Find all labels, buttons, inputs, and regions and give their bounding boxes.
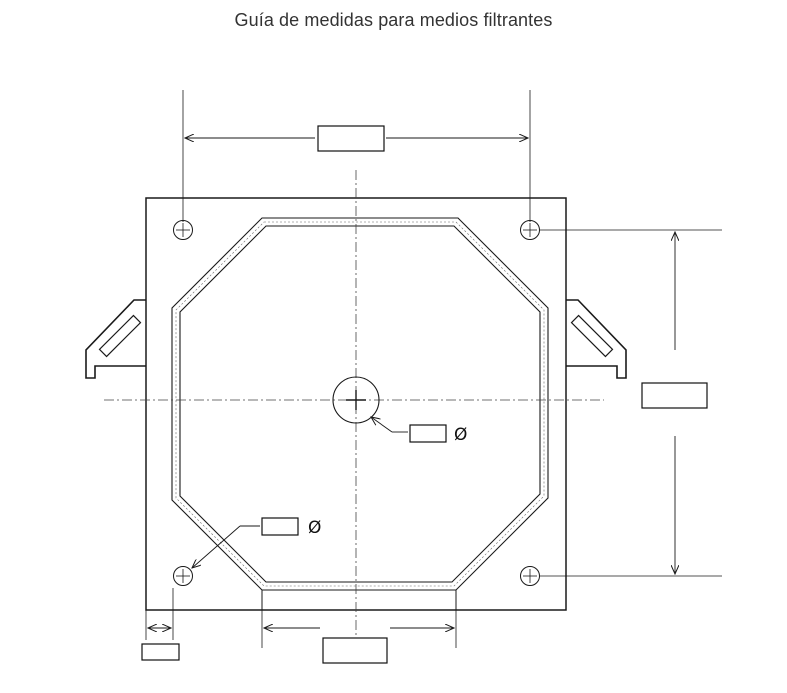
filter-area-octagon (171, 217, 549, 591)
right-height-field[interactable] (641, 382, 708, 409)
bottom-dimension (261, 610, 457, 664)
left-handle-slot (98, 314, 142, 358)
diameter-symbol: Ø (454, 425, 467, 445)
center-hole-diameter-callout: Ø (371, 417, 467, 445)
top-dimension (182, 90, 531, 222)
center-hole-diameter-field[interactable] (409, 424, 447, 443)
border-width-field[interactable] (141, 643, 180, 661)
corner-holes (173, 220, 540, 586)
border-width-dimension (141, 588, 180, 661)
center-hole (332, 376, 380, 424)
top-width-field[interactable] (317, 125, 385, 152)
right-dimension (540, 229, 722, 577)
left-handle (85, 299, 146, 379)
right-handle (566, 299, 627, 379)
diameter-symbol: Ø (308, 518, 321, 538)
corner-hole-diameter-callout: Ø (192, 517, 321, 568)
corner-hole-diameter-field[interactable] (261, 517, 299, 536)
bottom-width-field[interactable] (322, 637, 388, 664)
right-handle-slot (570, 314, 614, 358)
diagram-title: Guía de medidas para medios filtrantes (234, 10, 553, 30)
